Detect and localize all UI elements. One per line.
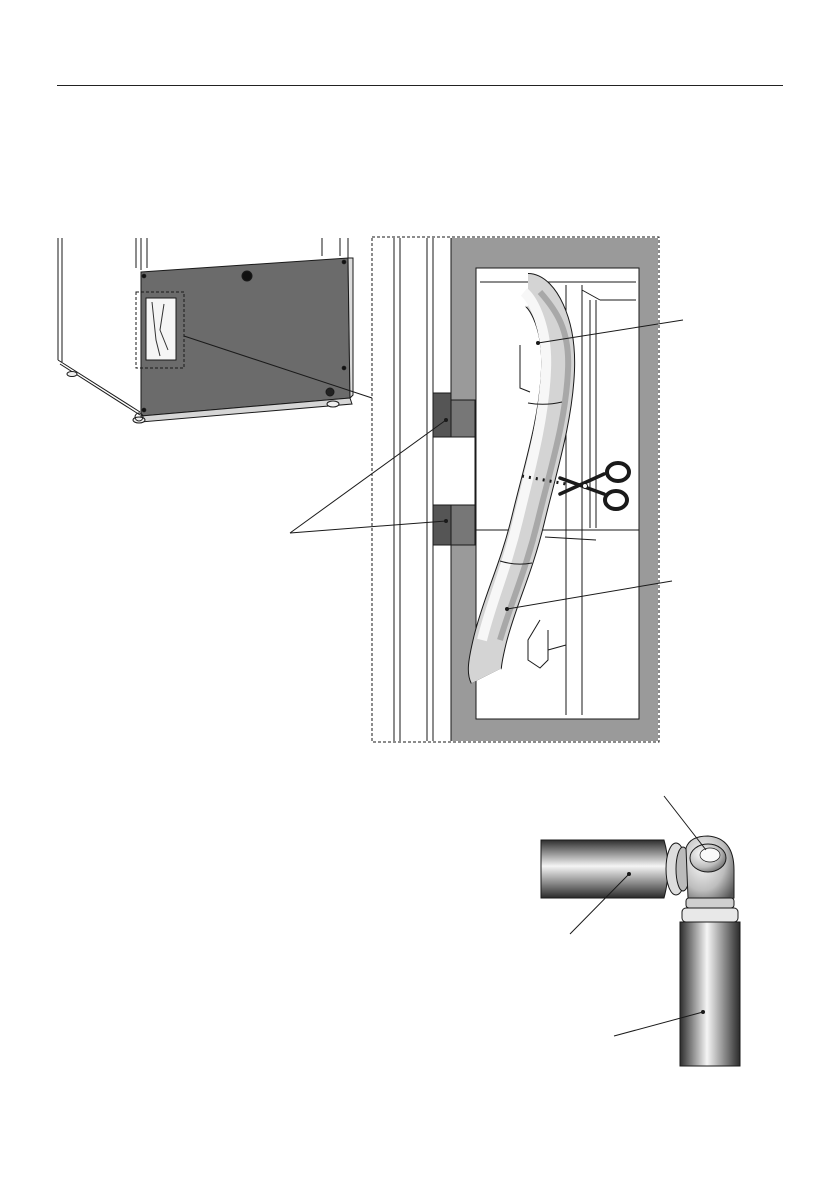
appliance-rear-panel: [58, 238, 372, 423]
hose-elbow-connection: [541, 836, 740, 1066]
